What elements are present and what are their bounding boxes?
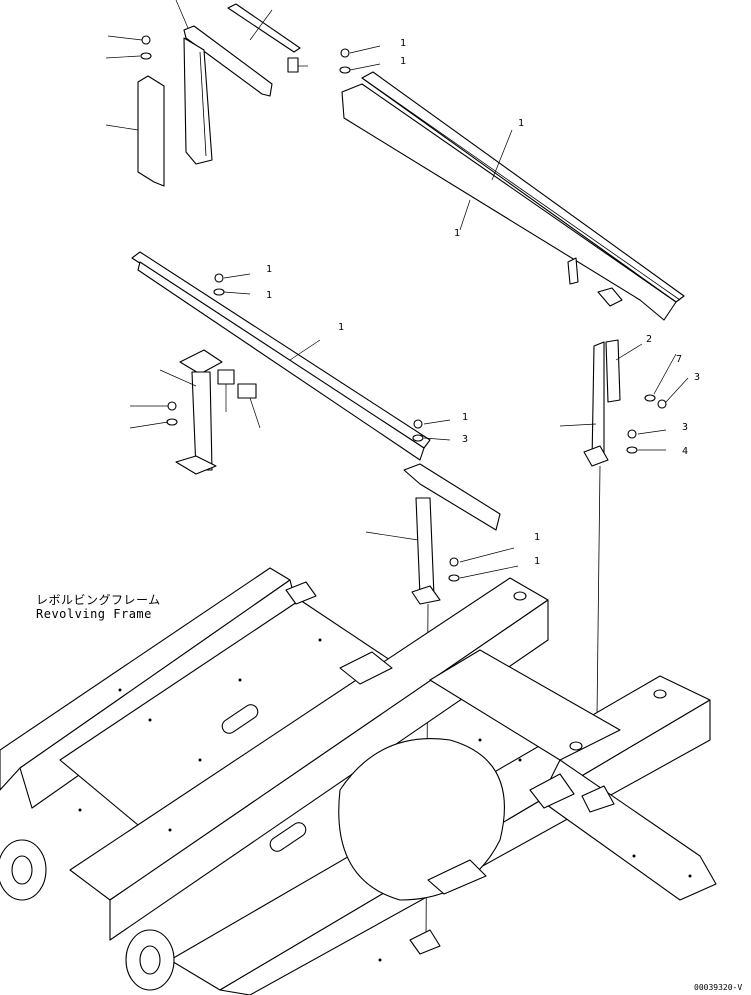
upper-short-rail <box>227 3 301 53</box>
upper-bracket-arm <box>183 25 273 97</box>
washer-icon <box>140 52 152 60</box>
washer-icon <box>412 434 424 442</box>
washer-icon <box>626 446 638 454</box>
frame-mount-pad <box>427 859 487 895</box>
svg-text:1: 1 <box>400 56 406 67</box>
svg-text:1: 1 <box>518 118 524 129</box>
upper-pad-block <box>137 75 165 187</box>
svg-text:7: 7 <box>676 354 682 365</box>
upper-small-block <box>287 57 299 73</box>
bolt-icon <box>449 557 459 567</box>
upper-left-upright <box>183 37 213 165</box>
svg-text:1: 1 <box>534 556 540 567</box>
bolt-icon <box>167 401 177 411</box>
middle-block-a <box>217 369 235 385</box>
svg-text:1: 1 <box>454 228 460 239</box>
frame-cross-member <box>429 649 621 761</box>
frame-beam-hole <box>513 591 527 601</box>
svg-text:1: 1 <box>266 290 272 301</box>
upper-right-clip <box>597 287 623 307</box>
frame-label-english: Revolving Frame <box>36 607 152 621</box>
middle-right-foot <box>411 585 441 605</box>
right-hanger-plate <box>605 339 621 403</box>
middle-left-stand <box>179 349 223 375</box>
bolt-icon <box>413 419 423 429</box>
bolt-icon <box>340 48 350 58</box>
frame-mount-pad <box>529 773 575 809</box>
washer-icon <box>448 574 460 582</box>
frame-beam-hole <box>653 689 667 699</box>
frame-beam-hole <box>569 741 583 751</box>
svg-text:3: 3 <box>462 434 468 445</box>
middle-right-post <box>415 497 435 597</box>
middle-assembly: 1 1 1 1 3 1 1 2 7 3 3 4 <box>129 251 700 941</box>
middle-right-support <box>403 463 501 531</box>
washer-icon <box>644 394 656 402</box>
frame-center-opening <box>338 738 505 901</box>
upper-right-hanger <box>567 257 579 285</box>
svg-text:1: 1 <box>338 322 344 333</box>
right-hanger-foot <box>583 445 609 467</box>
svg-text:3: 3 <box>694 372 700 383</box>
frame-label-japanese: レボルビングフレーム <box>36 593 161 607</box>
upper-assembly: 1 1 1 1 <box>105 0 685 321</box>
right-hanger <box>591 341 605 463</box>
bolt-icon <box>141 35 151 45</box>
middle-block-b <box>237 383 257 399</box>
bolt-icon <box>214 273 224 283</box>
washer-icon <box>213 288 225 296</box>
frame-boss-hole <box>139 945 161 975</box>
svg-text:3: 3 <box>682 422 688 433</box>
svg-text:1: 1 <box>534 532 540 543</box>
middle-long-beam-web <box>137 261 425 461</box>
middle-left-stand-post <box>191 371 213 471</box>
frame-mount-pad <box>285 581 317 605</box>
frame-mount-pad <box>581 785 615 813</box>
upper-long-rail <box>361 71 685 303</box>
middle-long-beam <box>131 251 431 449</box>
bolt-icon <box>657 399 667 409</box>
svg-text:1: 1 <box>266 264 272 275</box>
upper-long-rail-lower <box>341 83 677 321</box>
frame-boss-hole <box>11 855 33 885</box>
svg-text:1: 1 <box>400 38 406 49</box>
svg-text:1: 1 <box>462 412 468 423</box>
frame-mount-pad <box>339 651 393 685</box>
frame-slot <box>269 822 307 852</box>
washer-icon <box>166 418 178 426</box>
revolving-frame <box>0 567 717 995</box>
middle-left-stand-foot <box>175 455 217 475</box>
svg-text:2: 2 <box>646 334 652 345</box>
drawing-code: 00039320-V <box>694 983 742 992</box>
bolt-icon <box>627 429 637 439</box>
washer-icon <box>339 66 351 74</box>
svg-text:4: 4 <box>682 446 688 457</box>
frame-mount-pad <box>409 929 441 955</box>
frame-slot <box>221 704 259 734</box>
